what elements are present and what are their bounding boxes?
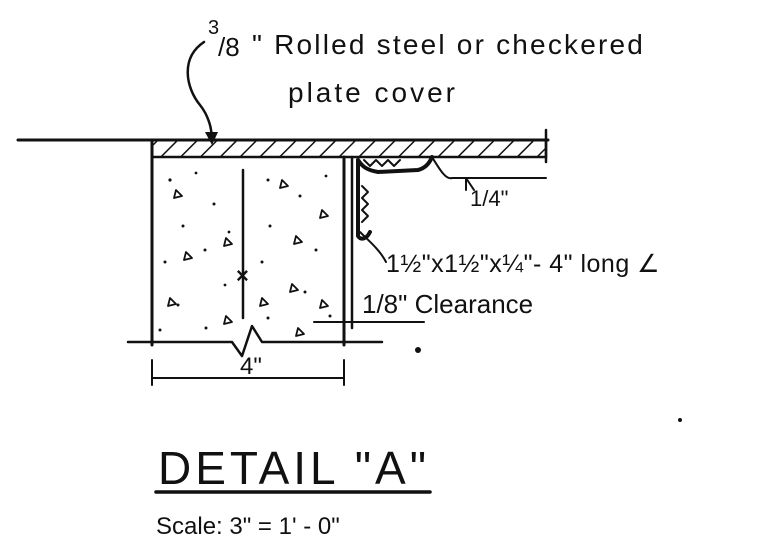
steel-angle: [356, 155, 434, 241]
grade-line: [126, 324, 384, 358]
angle-leader: [359, 231, 387, 263]
detail-title: DETAIL "A": [158, 442, 430, 494]
speck-2: [678, 418, 682, 422]
center-mark: ×: [236, 263, 249, 288]
plate-cover: [150, 138, 548, 159]
cover-fraction-num: 3: [208, 17, 219, 39]
angle-spec-label: 1½"x1½"x¼"- 4" long ∠: [386, 250, 660, 278]
weld-leader: [431, 156, 547, 180]
slab-width-label: 4": [240, 353, 262, 380]
speck-1: [415, 347, 421, 353]
cover-fraction-den: /8: [218, 32, 240, 62]
concrete-slab: ×: [150, 138, 346, 347]
cover-label-line-2: plate cover: [288, 77, 458, 108]
weld-bead: [363, 159, 401, 167]
cover-label-line-1: " Rolled steel or checkered: [252, 29, 645, 60]
cover-leader-line: [186, 40, 214, 142]
clearance-label: 1/8" Clearance: [362, 289, 533, 319]
weld-bead-vertical: [361, 185, 369, 223]
scale-label: Scale: 3" = 1' - 0": [156, 513, 340, 540]
weld-size-label: 1/4": [470, 186, 508, 211]
weld-symbol: [465, 177, 475, 191]
